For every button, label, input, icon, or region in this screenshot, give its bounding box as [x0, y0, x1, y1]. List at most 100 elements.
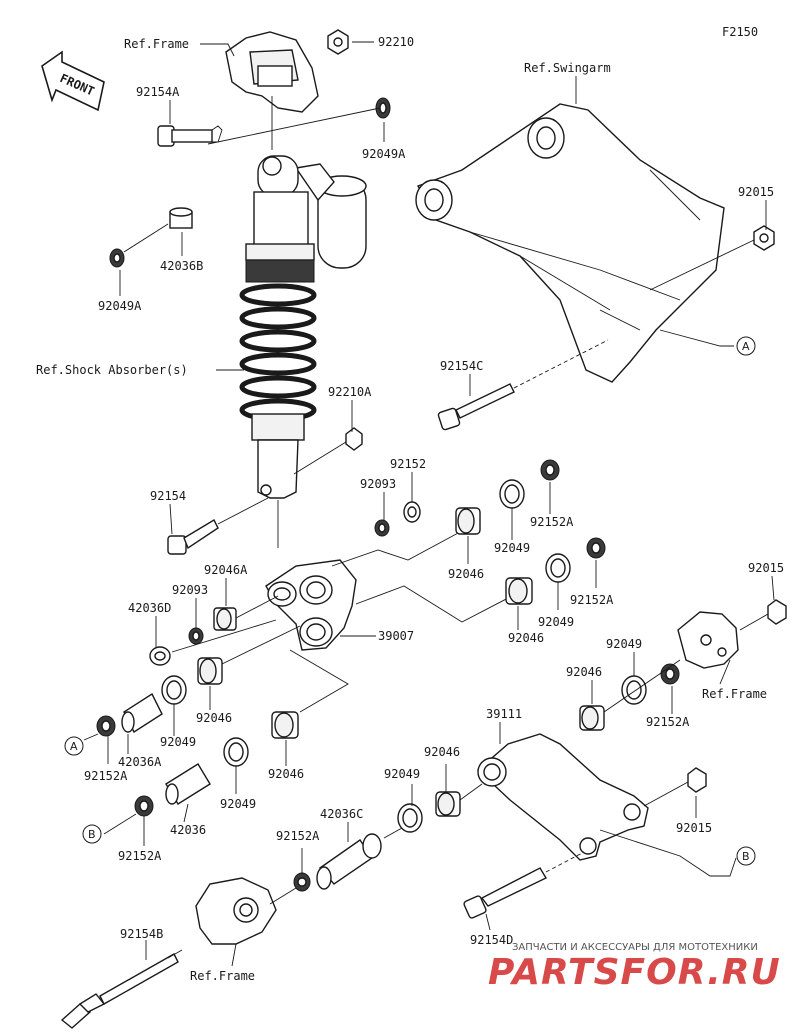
- washer-92049A-top: [375, 97, 391, 119]
- watermark-brand: PARTSFOR.RU: [488, 952, 781, 993]
- seal-92049-1: [499, 479, 525, 509]
- label-92049-6: 92049: [220, 797, 256, 811]
- label-39007: 39007: [378, 629, 414, 643]
- sleeve-42036A: [121, 692, 163, 734]
- seal-92049-4: [223, 737, 249, 767]
- ref-frame-right: Ref.Frame: [702, 687, 767, 701]
- callout-B-right-text: B: [742, 850, 750, 863]
- label-42036C: 42036C: [320, 807, 363, 821]
- frame-right-bracket: [677, 611, 739, 669]
- nut-92210A: [345, 427, 363, 451]
- label-92154C: 92154C: [440, 359, 483, 373]
- label-92093-left: 92093: [172, 583, 208, 597]
- label-92046A: 92046A: [204, 563, 248, 577]
- collar-42036D: [149, 646, 171, 666]
- label-92154D: 92154D: [470, 933, 513, 947]
- label-92210: 92210: [378, 35, 414, 49]
- label-92049-3: 92049: [606, 637, 642, 651]
- link-39007: [265, 559, 357, 651]
- figure-code: F2150: [722, 25, 758, 39]
- washer-92049A-left: [109, 248, 125, 268]
- bolt-92154: [167, 519, 219, 555]
- label-92015-top: 92015: [738, 185, 774, 199]
- label-92049-1: 92049: [494, 541, 530, 555]
- ring-92093-top: [374, 519, 390, 537]
- nut-92015-bottom: [687, 767, 707, 793]
- ref-frame-top: Ref.Frame: [124, 37, 189, 51]
- seal-92049-5: [621, 675, 647, 705]
- label-39111: 39111: [486, 707, 522, 721]
- label-42036D: 42036D: [128, 601, 171, 615]
- label-92015-bottom: 92015: [676, 821, 712, 835]
- label-92154: 92154: [150, 489, 186, 503]
- label-92015-right: 92015: [748, 561, 784, 575]
- collar-42036C: [316, 833, 382, 890]
- bearing-92046-6: [435, 791, 461, 817]
- callout-A-right-text: A: [742, 340, 750, 353]
- label-92152A-2: 92152A: [570, 593, 614, 607]
- collar-92152A-2: [586, 537, 606, 559]
- callout-A-left: A: [64, 736, 84, 756]
- seal-92049-3: [161, 675, 187, 705]
- label-92049-2: 92049: [538, 615, 574, 629]
- bolt-92154D: [463, 867, 547, 919]
- label-92154B: 92154B: [120, 927, 163, 941]
- bearing-92046-3: [197, 657, 223, 685]
- frame-bottom-bracket: [195, 877, 277, 945]
- label-92152A-3: 92152A: [646, 715, 690, 729]
- bearing-92046-2: [505, 577, 533, 605]
- shock-absorber: [239, 155, 367, 548]
- front-arrow-icon: FRONT: [41, 50, 105, 112]
- ref-swingarm: Ref.Swingarm: [524, 61, 611, 75]
- collar-92152-top: [403, 501, 421, 523]
- label-42036B: 42036B: [160, 259, 203, 273]
- callout-B-left: B: [82, 824, 102, 844]
- label-92152A-6: 92152A: [276, 829, 320, 843]
- label-92152A-1: 92152A: [530, 515, 574, 529]
- collar-92152A-4: [660, 663, 680, 685]
- label-92046-3: 92046: [566, 665, 602, 679]
- nut-92210: [327, 29, 349, 55]
- bearing-92046-1: [455, 507, 481, 535]
- nut-92015-right: [767, 599, 787, 625]
- label-92046-6: 92046: [268, 767, 304, 781]
- ref-shock-absorber: Ref.Shock Absorber(s): [36, 363, 188, 377]
- bolt-92154A: [157, 125, 223, 147]
- bearing-92046A: [213, 607, 237, 631]
- bearing-92046-5: [579, 705, 605, 731]
- label-92210A: 92210A: [328, 385, 372, 399]
- bolt-92154B: [60, 949, 183, 1029]
- bolt-92154C: [437, 383, 515, 431]
- callout-A-right: A: [659, 329, 756, 356]
- callout-B-left-text: B: [88, 828, 96, 841]
- label-92046-2: 92046: [508, 631, 544, 645]
- label-92049-5: 92049: [384, 767, 420, 781]
- label-92154A: 92154A: [136, 85, 180, 99]
- label-92152-top: 92152: [390, 457, 426, 471]
- label-92049-4: 92049: [160, 735, 196, 749]
- collar-92152A-6: [293, 872, 311, 892]
- ring-92093-left: [188, 627, 204, 645]
- label-92046-4: 92046: [196, 711, 232, 725]
- swingarm: [415, 103, 725, 383]
- collar-92152A-1: [540, 459, 560, 481]
- label-92049A-left: 92049A: [98, 299, 142, 313]
- collar-92152A-3: [96, 715, 116, 737]
- nut-92015-top: [753, 225, 775, 251]
- collar-42036B: [169, 207, 193, 229]
- collar-92152A-5: [134, 795, 154, 817]
- sleeve-42036: [165, 763, 211, 805]
- watermark-tagline: ЗАПЧАСТИ И АКСЕССУАРЫ ДЛЯ МОТОТЕХНИКИ: [512, 942, 758, 953]
- label-92046-1: 92046: [448, 567, 484, 581]
- callout-A-left-text: A: [70, 740, 78, 753]
- frame-top-bracket: [225, 31, 319, 150]
- label-42036A: 42036A: [118, 755, 162, 769]
- ref-frame-bottom: Ref.Frame: [190, 969, 255, 983]
- label-92152A-5: 92152A: [118, 849, 162, 863]
- callout-B-right: B: [599, 829, 756, 877]
- bearing-92046-4: [271, 711, 299, 739]
- seal-92049-6: [397, 803, 423, 833]
- label-92093-top: 92093: [360, 477, 396, 491]
